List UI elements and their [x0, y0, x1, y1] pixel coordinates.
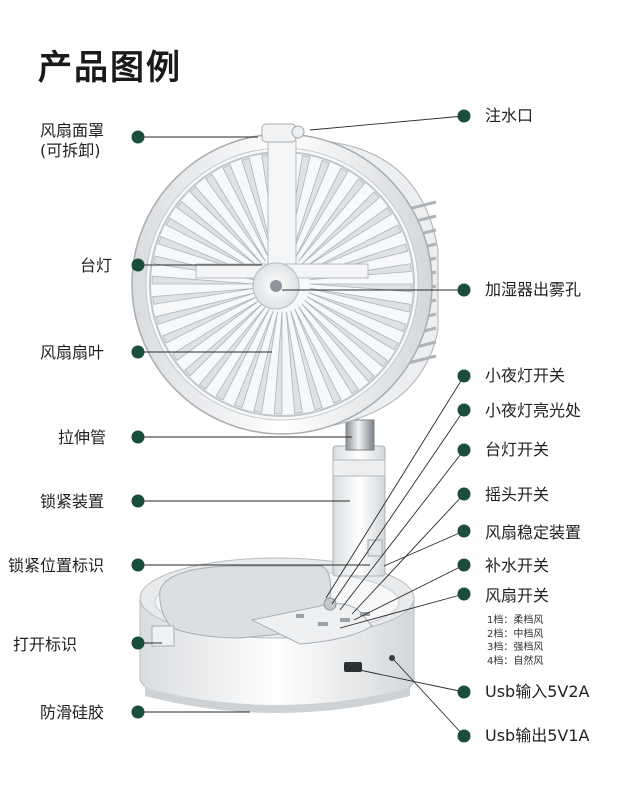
callout-line: [309, 115, 465, 131]
callout-line: [353, 564, 465, 621]
fan-blade-rib: [155, 292, 256, 325]
gear-level-3: 3档：强档风: [487, 642, 544, 653]
callout-line: [325, 375, 465, 599]
callout-dot: [457, 443, 471, 457]
label-fan-cover-line1: 风扇面罩: [40, 121, 105, 140]
label-fan-cover: 风扇面罩 (可拆卸): [40, 121, 136, 161]
callout-dot: [131, 636, 145, 650]
label-usb-output: Usb输出5V1A: [485, 726, 590, 745]
fan-blade-rib: [304, 207, 393, 268]
fan-blade-rib: [285, 311, 303, 414]
callout-dot: [457, 524, 471, 538]
callout-dot: [131, 558, 145, 572]
stand-pole: [332, 419, 386, 577]
fan-blade-rib: [176, 200, 260, 268]
fan-blade-rib: [241, 157, 274, 258]
label-lock-position-mark: 锁紧位置标识: [8, 556, 105, 575]
gear-level-2: 2档：中档风: [487, 628, 544, 640]
fan-blade-rib: [189, 186, 263, 265]
callout-dot: [131, 705, 145, 719]
callout-dot: [457, 369, 471, 383]
fan-blade-rib: [304, 300, 388, 368]
callout-dot: [457, 403, 471, 417]
fan-blade-rib: [253, 311, 279, 413]
label-oscillation-switch: 摇头开关: [485, 485, 550, 504]
label-night-light-area: 小夜灯亮光处: [485, 401, 582, 420]
fan-blade-rib: [309, 287, 411, 313]
fan-blade-rib: [171, 300, 260, 361]
callout-dot: [131, 345, 145, 359]
callout-dot: [457, 487, 471, 501]
label-fan-blade: 风扇扇叶: [40, 343, 105, 362]
fan-blade-rib: [290, 159, 331, 258]
callout-line: [331, 409, 465, 605]
label-fan-switch: 风扇开关: [485, 586, 550, 605]
callout-dot: [131, 130, 145, 144]
callout-dot: [457, 729, 471, 743]
callout-line: [339, 593, 465, 629]
fan-head: [131, 123, 439, 435]
callout-dot: [457, 558, 471, 572]
page-title: 产品图例: [38, 48, 182, 88]
callout-line: [339, 449, 465, 611]
label-usb-input: Usb输入5V2A: [485, 682, 590, 701]
gear-level-4: 4档：自然风: [487, 655, 544, 667]
fan-blade-rib: [294, 167, 349, 260]
label-fan-cover-line2: (可拆卸): [40, 141, 101, 160]
callout-line: [351, 493, 465, 615]
fan-blade-rib: [308, 292, 407, 333]
fan-blade-rib: [184, 303, 263, 377]
callout-dot: [457, 685, 471, 699]
label-night-light-switch: 小夜灯开关: [485, 366, 566, 385]
gear-levels-list: 1档：柔档风 2档：中档风 3档：强档风 4档：自然风: [487, 614, 543, 668]
fan-blade-rib: [222, 164, 270, 260]
fan-blade-rib: [306, 296, 399, 351]
fan-blade-rib: [301, 303, 375, 382]
callout-dot: [457, 587, 471, 601]
callout-dot: [131, 430, 145, 444]
label-lamp-switch: 台灯开关: [485, 440, 550, 459]
callout-dot: [131, 258, 145, 272]
label-desk-lamp: 台灯: [80, 256, 113, 275]
callout-lines: [131, 109, 471, 743]
fan-blade-rib: [298, 178, 366, 262]
fan-blade-rib: [198, 306, 266, 390]
label-fan-stabilizer: 风扇稳定装置: [485, 523, 582, 542]
fan-blade-rib: [298, 306, 359, 395]
label-refill-switch: 补水开关: [485, 556, 550, 575]
label-telescopic-tube: 拉伸管: [58, 428, 107, 447]
label-open-mark: 打开标识: [13, 635, 78, 654]
fan-blade-rib: [301, 191, 380, 265]
fan-blade-rib: [151, 275, 255, 285]
fan-blade-rib: [306, 224, 402, 272]
callout-line: [393, 659, 465, 737]
fan-blade-rib: [294, 308, 342, 404]
label-humidifier-mist-hole: 加湿器出雾孔: [485, 280, 582, 299]
label-lock-device: 锁紧装置: [40, 492, 105, 511]
fan-blade-rib: [290, 310, 323, 411]
callout-line: [349, 667, 465, 693]
fan-blade-rib: [205, 173, 266, 262]
fan-blade-rib: [152, 287, 255, 305]
callout-dot: [457, 109, 471, 123]
callout-dot: [457, 283, 471, 297]
callout-dot: [131, 494, 145, 508]
base: [139, 557, 415, 713]
gear-level-1: 1档：柔档风: [487, 615, 544, 626]
callout-line: [383, 530, 465, 567]
fan-blade-rib: [215, 308, 270, 401]
label-anti-slip-silicone: 防滑硅胶: [40, 703, 105, 722]
fan-blade-rib: [273, 311, 283, 415]
fan-blade-rib: [165, 217, 258, 272]
label-water-inlet: 注水口: [485, 106, 534, 125]
fan-blade-rib: [162, 296, 258, 344]
fan-blade-rib: [233, 310, 274, 409]
